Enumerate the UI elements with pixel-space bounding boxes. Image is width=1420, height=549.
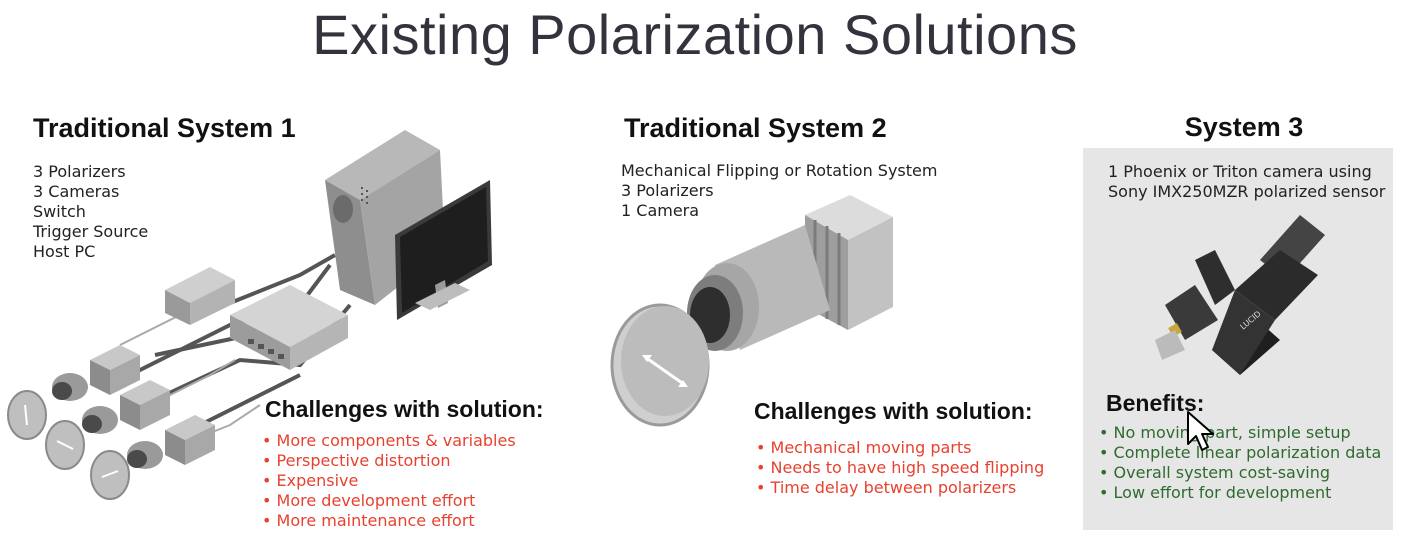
spec-item: 3 Polarizers [621,181,714,200]
challenge-item: More components & variables [262,431,516,451]
spec-item: 3 Cameras [33,182,120,201]
benefit-item: Overall system cost-saving [1099,463,1381,483]
spec-item: Trigger Source [33,222,149,241]
benefit-item: No moving part, simple setup [1099,423,1381,443]
benefits-list: No moving part, simple setup Complete li… [1099,423,1382,503]
lucid-camera-icon: LUCID [1155,215,1325,375]
spec-item: 1 Camera [621,201,700,220]
spec-item: Mechanical Flipping or Rotation System [621,161,938,180]
challenge-item: Mechanical moving parts [756,438,1044,458]
system2-spec-list: Mechanical Flipping or Rotation System 3… [621,161,937,221]
spec-item: 3 Polarizers [33,162,126,181]
system3-spec-list: 1 Phoenix or Triton camera using Sony IM… [1108,162,1385,202]
polarizer-disc-icon [90,450,130,500]
mouse-cursor-icon [1187,411,1214,451]
trigger-box-icon [165,267,235,325]
spec-item: Switch [33,202,86,221]
monitor-icon [395,180,492,320]
system3-heading: System 3 [1184,112,1304,142]
polarizer-disc-icon [45,420,85,470]
challenge-item: Perspective distortion [262,451,516,471]
benefit-item: Low effort for development [1099,483,1381,503]
system1-spec-list: 3 Polarizers 3 Cameras Switch Trigger So… [33,162,148,262]
spec-item: Sony IMX250MZR polarized sensor [1108,182,1386,201]
spec-item: 1 Phoenix or Triton camera using [1108,162,1372,181]
system1-heading: Traditional System 1 [33,113,296,143]
system1-challenge-list: More components & variables Perspective … [262,431,516,531]
challenge-item: More maintenance effort [262,511,516,531]
rotation-camera-icon [610,195,893,427]
system2-challenges-title: Challenges with solution: [754,398,1033,424]
page-title: Existing Polarization Solutions [312,3,1078,66]
spec-item: Host PC [33,242,96,261]
system2-challenge-list: Mechanical moving parts Needs to have hi… [756,438,1045,498]
benefit-item: Complete linear polarization data [1099,443,1382,463]
polarizer-disc-icon [7,390,47,440]
camera-icon [82,380,170,434]
challenge-item: Expensive [262,471,516,491]
switch-icon [230,285,348,370]
challenge-item: Time delay between polarizers [756,478,1044,498]
system2-heading: Traditional System 2 [624,113,887,143]
challenge-item: More development effort [262,491,516,511]
system1-illustration [7,130,492,500]
system1-challenges-title: Challenges with solution: [265,396,544,422]
challenge-item: Needs to have high speed flipping [756,458,1045,478]
camera-icon [127,415,215,469]
camera-icon [52,345,140,401]
